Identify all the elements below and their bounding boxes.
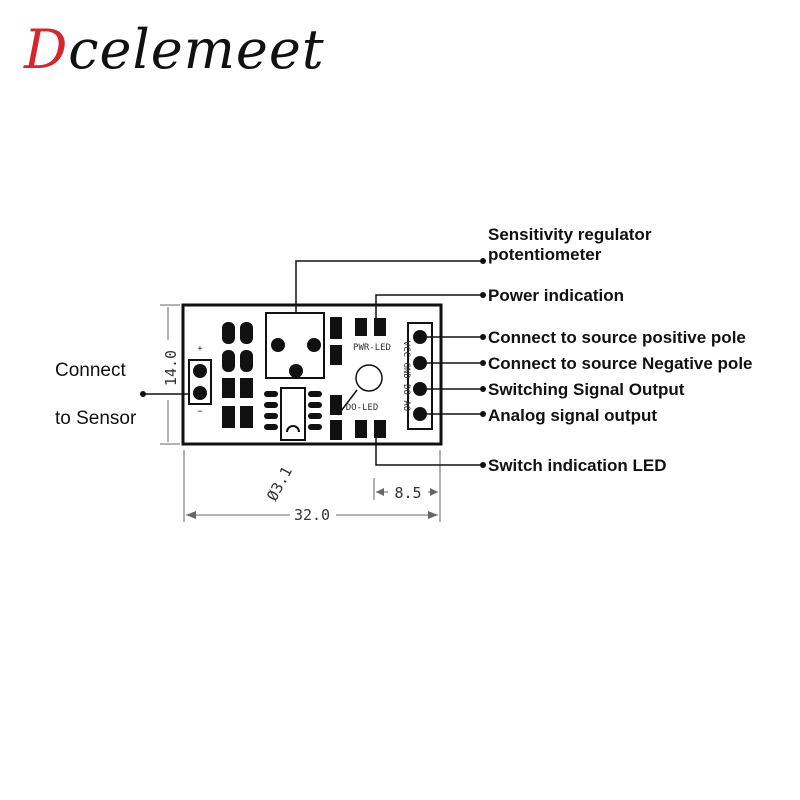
brand-logo: Dcelemeet (24, 18, 325, 81)
height-dimension-label: 14.0 (162, 350, 180, 386)
label-sensitivity-line1: Sensitivity regulator (488, 225, 652, 244)
label-sensitivity-line2: potentiometer (488, 245, 602, 264)
sensor-connector: + − (188, 344, 212, 417)
label-sensor-line1: Connect (55, 360, 126, 381)
height-dimension: 14.0 (160, 304, 180, 445)
sensor-minus-mark: − (197, 407, 203, 417)
do-led-silk: DO-LED (346, 403, 379, 413)
hole-dimension-label: Ø3.1 (263, 463, 296, 503)
pin-names-silk: VCC GND DO AO (401, 341, 411, 411)
brand-logo-rest: celemeet (68, 18, 325, 81)
pin-offset-dimension: 8.5 (373, 478, 438, 502)
power-led: PWR-LED (353, 318, 391, 353)
leader-lines (145, 260, 481, 466)
label-switch-led: Switch indication LED (488, 456, 667, 475)
label-gnd: Connect to source Negative pole (488, 354, 753, 373)
width-dimension: 32.0 (183, 450, 441, 524)
pcb-outline (181, 303, 443, 446)
label-power: Power indication (488, 286, 624, 305)
potentiometer (265, 312, 325, 379)
width-dimension-label: 32.0 (294, 506, 330, 524)
leader-dots (140, 258, 486, 468)
label-switching: Switching Signal Output (488, 380, 685, 399)
label-analog: Analog signal output (488, 406, 657, 425)
resistor-pads (330, 317, 342, 440)
label-vcc: Connect to source positive pole (488, 328, 746, 347)
comparator-ic (264, 387, 322, 441)
switch-led: DO-LED (346, 403, 386, 438)
pin-offset-dimension-label: 8.5 (394, 484, 421, 502)
label-sensor-line2: to Sensor (55, 408, 137, 429)
sensor-plus-mark: + (197, 344, 203, 354)
smd-pads (222, 322, 253, 428)
pwr-led-silk: PWR-LED (353, 343, 391, 353)
pin-header: VCC GND DO AO (401, 322, 433, 430)
brand-logo-initial: D (24, 18, 69, 81)
